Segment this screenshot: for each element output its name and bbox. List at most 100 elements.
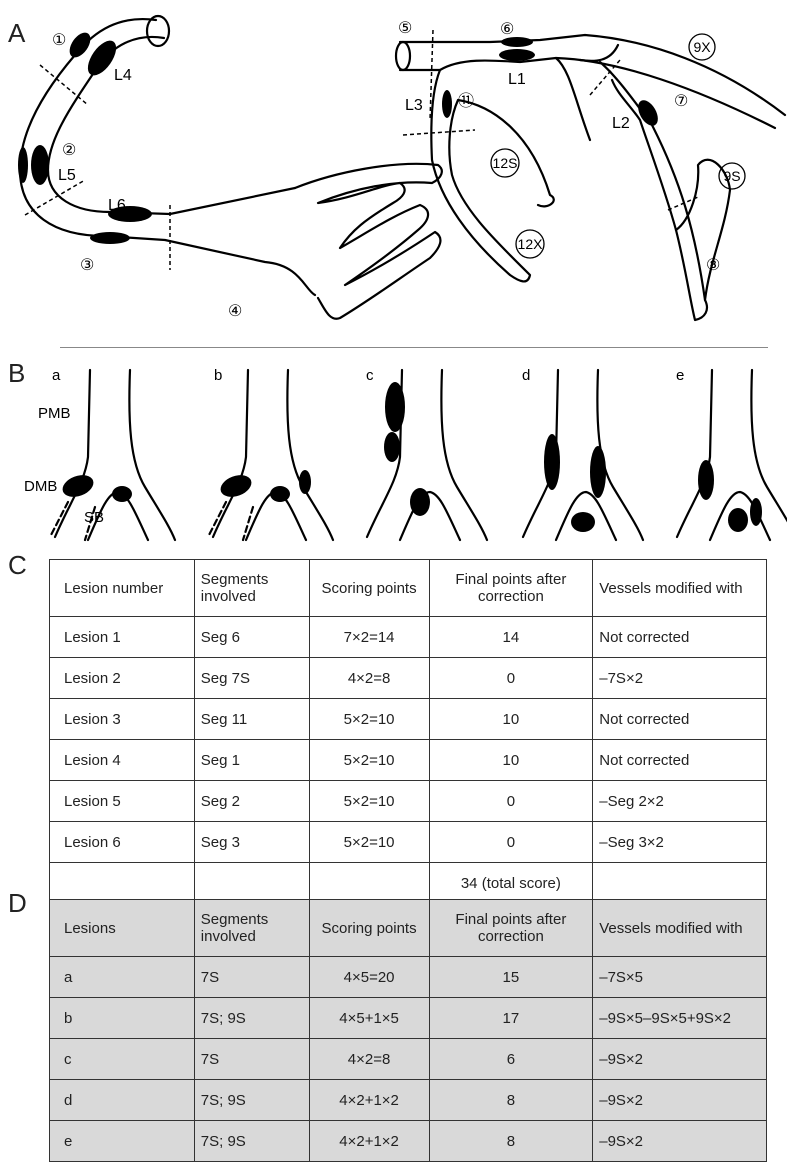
table-cell: 0	[429, 658, 593, 699]
bifurcation-vessel	[55, 370, 175, 540]
header-vessels: Vessels modified with	[593, 900, 767, 957]
table-cell: 5×2=10	[309, 740, 429, 781]
rca-inner-wall	[48, 37, 295, 214]
header-final-points: Final points after correction	[429, 900, 593, 957]
table-cell: –9S×2	[593, 1121, 767, 1162]
plaque-lesion	[410, 488, 430, 516]
table-cell: –Seg 3×2	[593, 822, 767, 863]
label-seg2: ②	[62, 142, 76, 159]
table-cell: 4×5+1×5	[309, 998, 429, 1039]
lesion-rca-seg3	[90, 232, 130, 244]
table-cell: Seg 7S	[194, 658, 309, 699]
lesion-l1	[499, 49, 535, 61]
plaque-lesion	[698, 460, 714, 500]
label-pmb: PMB	[38, 405, 71, 422]
header-lesions: Lesions	[50, 900, 195, 957]
table-row: Lesion 6Seg 35×2=100–Seg 3×2	[50, 822, 767, 863]
table-cell: 17	[429, 998, 593, 1039]
label-9x: 9X	[693, 39, 711, 55]
sub-label-d: d	[522, 367, 530, 384]
lesion-l2	[634, 97, 662, 129]
table-cell: 5×2=10	[309, 699, 429, 740]
label-9s: 9S	[723, 168, 740, 184]
table-cell: a	[50, 957, 195, 998]
label-l2: L2	[612, 115, 630, 132]
panel-divider	[60, 347, 768, 348]
label-seg6: ⑥	[500, 21, 514, 38]
plaque-lesion	[728, 508, 748, 532]
label-seg1: ①	[52, 32, 66, 49]
sub-label-e: e	[676, 367, 684, 384]
table-cell: –9S×2	[593, 1080, 767, 1121]
table-cell: 5×2=10	[309, 822, 429, 863]
table-cell: 6	[429, 1039, 593, 1080]
label-l5: L5	[58, 167, 76, 184]
coronary-tree-diagram: ① ② ③ ④ ⑤ ⑥ ⑦ ⑧ ⑪ L4 L5 L6 L1 L3 L2 9X 9…	[0, 0, 787, 345]
label-l1: L1	[508, 71, 526, 88]
plaque-lesion	[385, 382, 405, 432]
table-cell: e	[50, 1121, 195, 1162]
sub-label-b: b	[214, 367, 222, 384]
table-cell: 4×5=20	[309, 957, 429, 998]
table-cell: –9S×2	[593, 1039, 767, 1080]
label-seg3: ③	[80, 257, 94, 274]
plaque-lesion	[60, 471, 97, 501]
label-sb: SB	[84, 509, 104, 526]
rca-fingers	[295, 164, 442, 319]
table-cell: Lesion 1	[50, 617, 195, 658]
om-branch	[676, 160, 730, 300]
plaque-lesion	[590, 446, 606, 498]
sub-label-c: c	[366, 367, 374, 384]
header-scoring: Scoring points	[309, 900, 429, 957]
panel-label-d: D	[8, 888, 27, 919]
table-cell: 8	[429, 1080, 593, 1121]
table-cell: Seg 2	[194, 781, 309, 822]
plaque-lesion	[218, 471, 255, 501]
label-l6: L6	[108, 197, 126, 214]
table-cell: 4×2=8	[309, 658, 429, 699]
table-row: b7S; 9S4×5+1×517–9S×5–9S×5+9S×2	[50, 998, 767, 1039]
table-cell: Seg 11	[194, 699, 309, 740]
table-cell: Seg 6	[194, 617, 309, 658]
plaque-lesion	[571, 512, 595, 532]
table-cell: –9S×5–9S×5+9S×2	[593, 998, 767, 1039]
table-cell: –Seg 2×2	[593, 781, 767, 822]
plaque-lesion	[384, 432, 400, 462]
label-seg11: ⑪	[458, 92, 474, 110]
rca-ostium	[147, 16, 169, 46]
lesion-rca-seg1	[65, 29, 94, 61]
table-total-row: 34 (total score)	[50, 863, 767, 904]
scoring-table-d: Lesions Segments involved Scoring points…	[49, 899, 767, 1162]
lm-ostium	[396, 42, 410, 70]
panel-label-c: C	[8, 550, 27, 581]
bifurcation-vessel	[367, 370, 487, 540]
table-cell: 7S	[194, 1039, 309, 1080]
label-l4: L4	[114, 67, 132, 84]
table-cell: 10	[429, 699, 593, 740]
lesion-seg6	[501, 37, 533, 47]
table-cell: 7S; 9S	[194, 1080, 309, 1121]
plaque-lesion	[750, 498, 762, 526]
table-cell: Lesion 2	[50, 658, 195, 699]
sub-label-a: a	[52, 367, 61, 384]
plaque-lesion	[112, 486, 132, 502]
header-segments: Segments involved	[194, 900, 309, 957]
plaque-lesion	[544, 434, 560, 490]
lcx-main	[600, 62, 707, 320]
bifurcation-vessel	[213, 370, 333, 540]
table-cell: 15	[429, 957, 593, 998]
table-cell: 7S	[194, 957, 309, 998]
table-cell: 4×2+1×2	[309, 1080, 429, 1121]
label-seg5: ⑤	[398, 20, 412, 37]
label-seg7: ⑦	[674, 93, 688, 110]
table-cell: 4×2=8	[309, 1039, 429, 1080]
label-l3: L3	[405, 97, 423, 114]
table-cell: 14	[429, 617, 593, 658]
table-cell: Not corrected	[593, 617, 767, 658]
